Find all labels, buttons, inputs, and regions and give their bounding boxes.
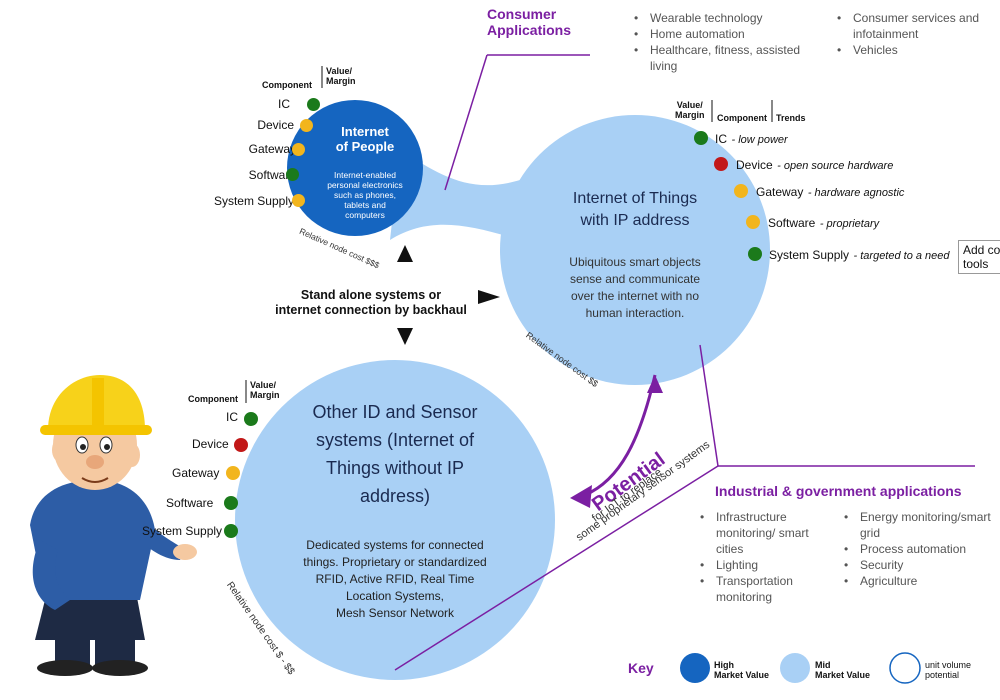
iot-ip-circle: [500, 115, 770, 385]
people-header-value: Value/ Margin: [326, 66, 356, 86]
other-item-software: Software: [166, 496, 214, 510]
iot-item-trend: low power: [738, 134, 788, 146]
arrow-up-people: [397, 245, 413, 262]
other-desc: Dedicated systems for connected things. …: [303, 538, 487, 620]
list-item: Lighting: [698, 557, 828, 573]
status-dot-yellow: [292, 194, 305, 207]
iot-row-system-supply: System Supply - targeted to a need: [769, 248, 950, 262]
list-item: Consumer services and infotainment: [835, 10, 985, 42]
people-item-gateway: Gateway: [248, 142, 296, 156]
key-mid-label: Mid Market Value: [815, 660, 871, 680]
other-item-device: Device: [192, 437, 229, 451]
iot-header-value: Value/ Margin: [675, 100, 705, 120]
iot-item-label: Device: [736, 158, 773, 172]
key-unit-swatch: [889, 652, 921, 684]
arrow-right-iot: [478, 290, 500, 304]
list-item: Transportation monitoring: [698, 573, 828, 605]
status-dot-green: [224, 496, 238, 510]
other-header-value: Value/ Margin: [250, 380, 280, 400]
key-unit-label: unit volume potential: [925, 660, 972, 680]
note-box[interactable]: Add co tools: [958, 240, 1000, 274]
other-id-circle: [235, 360, 555, 680]
status-dot-red: [234, 438, 248, 452]
other-item-system-supply: System Supply: [142, 524, 223, 538]
list-item: Home automation: [632, 26, 827, 42]
iot-row-ic: IC - low power: [715, 132, 788, 146]
status-dot-yellow: [734, 184, 748, 198]
people-item-software: Software: [248, 168, 296, 182]
other-header-component: Component: [188, 394, 238, 404]
status-dot-green: [694, 131, 708, 145]
iot-ip-title: Internet of Things with IP address: [572, 190, 698, 229]
potential-arrow-head: [570, 485, 592, 508]
status-dot-green: [244, 412, 258, 426]
people-item-device: Device: [257, 118, 294, 132]
potential-arrow-tail: [647, 375, 663, 393]
industrial-line-diag: [394, 465, 719, 671]
iot-item-trend: targeted to a need: [860, 250, 950, 262]
other-title: Other ID and Sensor systems (Internet of…: [312, 402, 478, 506]
iot-header-component: Component: [717, 113, 767, 123]
key-high-label: High Market Value: [714, 660, 770, 680]
key-title: Key: [628, 660, 654, 676]
iot-item-trend: proprietary: [826, 218, 880, 230]
list-item: Vehicles: [835, 42, 985, 58]
status-dot-yellow: [746, 215, 760, 229]
people-item-ic: IC: [278, 97, 290, 111]
potential-arrow-curve: [584, 374, 657, 497]
people-header-component: Component: [262, 80, 312, 90]
list-item: Infrastructure monitoring/ smart cities: [698, 509, 828, 557]
status-dot-yellow: [226, 466, 240, 480]
people-circle: [287, 100, 423, 236]
key-mid-swatch: [780, 653, 810, 683]
status-dot-green: [224, 524, 238, 538]
other-item-ic: IC: [226, 410, 238, 424]
list-item: Process automation: [842, 541, 992, 557]
status-dot-red: [714, 157, 728, 171]
industrial-list-1: Infrastructure monitoring/ smart cities …: [698, 509, 828, 605]
status-dot-green: [307, 98, 320, 111]
list-item: Agriculture: [842, 573, 992, 589]
people-desc: Internet-enabled personal electronics su…: [327, 170, 403, 220]
arrow-down-other: [397, 328, 413, 345]
iot-item-label: Gateway: [756, 185, 804, 199]
worker-illustration: [30, 375, 197, 676]
iot-row-software: Software - proprietary: [768, 216, 880, 230]
iot-item-label: System Supply: [769, 248, 850, 262]
key-high-swatch: [680, 653, 710, 683]
iot-item-label: IC: [715, 132, 727, 146]
industrial-list-2: Energy monitoring/smart grid Process aut…: [842, 509, 992, 589]
industrial-title: Industrial & government applications: [715, 483, 962, 499]
iot-item-label: Software: [768, 216, 816, 230]
list-item: Security: [842, 557, 992, 573]
industrial-line-v: [699, 344, 719, 467]
standalone-label: Stand alone systems or internet connecti…: [275, 288, 467, 317]
consumer-list-2: Consumer services and infotainment Vehic…: [835, 10, 985, 58]
consumer-list-1: Wearable technology Home automation Heal…: [632, 10, 827, 74]
consumer-title: Consumer Applications: [487, 6, 572, 38]
list-item: Healthcare, fitness, assisted living: [632, 42, 827, 74]
status-dot-yellow: [292, 143, 305, 156]
list-item: Energy monitoring/smart grid: [842, 509, 992, 541]
people-item-system-supply: System Supply: [213, 194, 294, 208]
other-item-gateway: Gateway: [172, 466, 220, 480]
status-dot-green: [748, 247, 762, 261]
iot-row-device: Device - open source hardware: [736, 158, 894, 172]
status-dot-green: [286, 168, 299, 181]
status-dot-yellow: [300, 119, 313, 132]
list-item: Wearable technology: [632, 10, 827, 26]
iot-item-trend: hardware agnostic: [814, 187, 905, 199]
people-title: Internet of People: [335, 124, 395, 154]
iot-row-gateway: Gateway - hardware agnostic: [756, 185, 905, 199]
iot-item-trend: open source hardware: [783, 160, 894, 172]
iot-header-trends: Trends: [776, 113, 806, 123]
consumer-line-diag: [444, 54, 488, 191]
iot-ip-desc: Ubiquitous smart objects sense and commu…: [569, 255, 701, 320]
